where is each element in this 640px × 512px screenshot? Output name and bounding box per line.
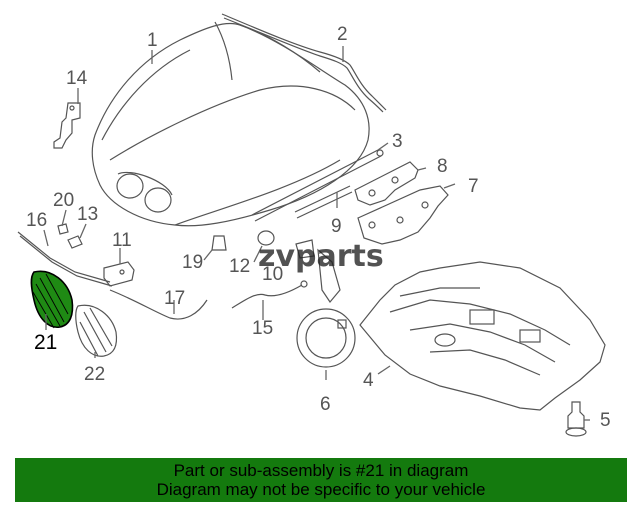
callout-15: 15 — [252, 318, 273, 339]
hood-seal-part — [221, 13, 387, 113]
lock-part-11 — [103, 261, 135, 287]
callout-11: 11 — [112, 230, 132, 251]
callout-labels: 1 2 3 4 5 6 7 8 9 10 11 12 13 14 15 16 1… — [26, 24, 611, 431]
hinge-part-8 — [354, 161, 419, 206]
callout-1: 1 — [147, 30, 158, 51]
bracket-part-20 — [57, 223, 69, 235]
hood-release-cable-part — [231, 280, 308, 309]
callout-13: 13 — [77, 204, 98, 225]
bracket-part-13 — [67, 235, 83, 249]
watermark-logo: zvparts — [258, 239, 384, 274]
buffer-part-19 — [211, 235, 227, 251]
callout-5: 5 — [600, 410, 611, 431]
callout-9: 9 — [331, 216, 342, 237]
callout-4: 4 — [363, 370, 374, 391]
callout-22: 22 — [84, 364, 105, 385]
callout-21: 21 — [34, 331, 57, 354]
grille-part-22 — [75, 304, 118, 357]
underbody-shield-part — [359, 261, 606, 411]
callout-12: 12 — [229, 256, 250, 277]
callout-20: 20 — [53, 190, 74, 211]
banner-line-2: Diagram may not be specific to your vehi… — [156, 480, 486, 499]
callout-8: 8 — [437, 156, 448, 177]
small-parts-group — [257, 230, 341, 304]
badge-part — [296, 308, 356, 368]
leader-lines — [43, 46, 590, 421]
hood-part — [91, 21, 370, 227]
strut-part — [294, 185, 353, 219]
cable-part-17 — [109, 289, 208, 320]
callout-2: 2 — [337, 24, 348, 45]
callout-10: 10 — [262, 264, 283, 285]
info-banner: Part or sub-assembly is #21 in diagram D… — [15, 458, 627, 502]
kidney-grille-part-21 — [30, 270, 74, 329]
banner-line-1: Part or sub-assembly is #21 in diagram — [173, 461, 469, 480]
hood-lock-part — [53, 102, 81, 149]
callout-3: 3 — [392, 131, 403, 152]
callout-14: 14 — [66, 68, 88, 89]
watermark-text: zvparts — [258, 239, 384, 274]
callout-19: 19 — [182, 252, 203, 273]
parts-diagram: 1 2 3 4 5 6 7 8 9 10 11 12 13 14 15 16 1… — [17, 13, 611, 437]
callout-16: 16 — [26, 210, 47, 231]
gas-strut-part — [251, 149, 384, 222]
cable-part-16 — [17, 231, 113, 287]
callout-17: 17 — [164, 288, 185, 309]
hinge-part-7 — [357, 185, 449, 245]
callout-6: 6 — [320, 394, 331, 415]
callout-7: 7 — [468, 176, 479, 197]
clip-part — [565, 401, 587, 437]
